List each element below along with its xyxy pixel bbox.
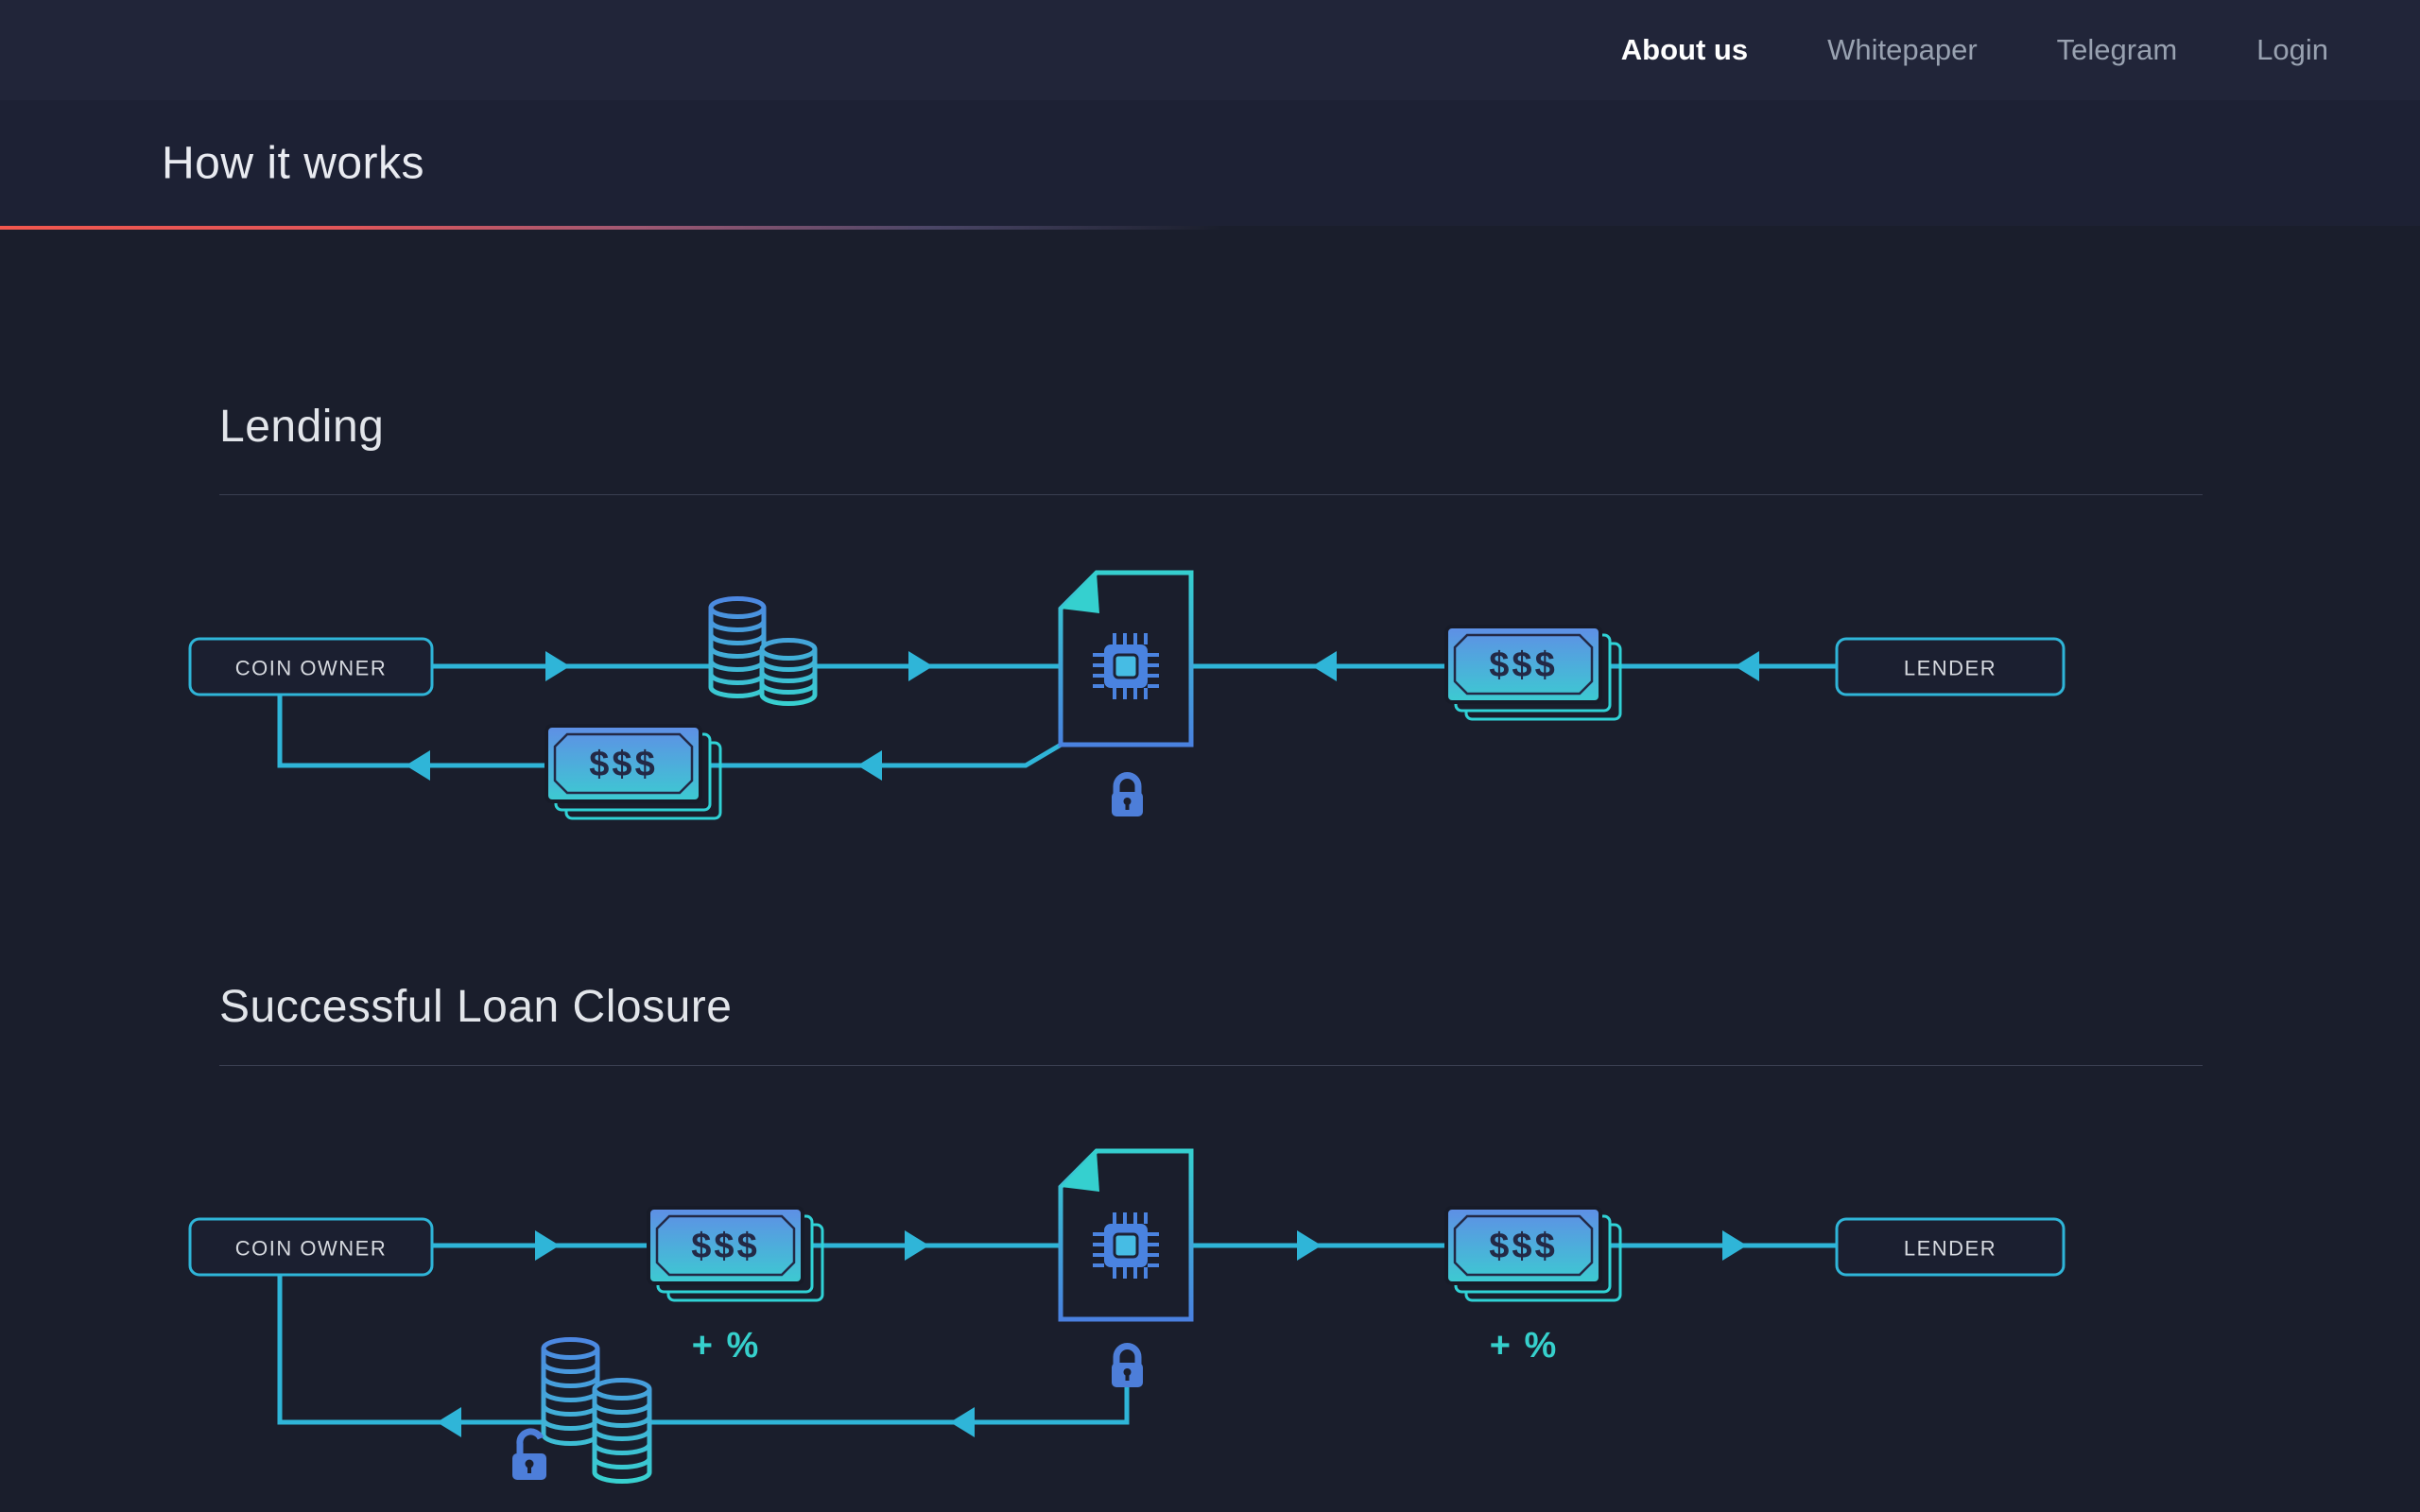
arrow-left-icon (1735, 651, 1759, 681)
arrow-left-icon (1312, 651, 1337, 681)
interest-label: + % (1490, 1326, 1559, 1366)
coin-owner-label: COIN OWNER (235, 1237, 387, 1261)
closure-diagram: COIN OWNER LENDER $$$ + % (188, 1148, 2066, 1484)
page-fold-icon (1061, 573, 1099, 613)
lending-diagram: COIN OWNER LENDER (188, 570, 2066, 820)
nav-item-whitepaper[interactable]: Whitepaper (1827, 33, 1978, 66)
header-band: How it works (0, 100, 2420, 226)
money-icon: $$$ (1444, 1206, 1622, 1302)
arrow-right-icon (908, 651, 933, 681)
top-nav: About us Whitepaper Telegram Login (0, 0, 2420, 100)
nav-item-about-us[interactable]: About us (1620, 33, 1749, 66)
arrow-left-icon (437, 1407, 461, 1437)
money-icon: $$$ (1444, 625, 1622, 721)
coin-owner-label: COIN OWNER (235, 657, 387, 680)
section-title-lending: Lending (219, 402, 385, 452)
nav-item-telegram[interactable]: Telegram (2056, 33, 2178, 66)
return-flow-line (277, 1273, 1130, 1425)
interest-label: + % (692, 1326, 761, 1366)
money-label: $$$ (1489, 1227, 1557, 1266)
arrow-right-icon (535, 1230, 560, 1261)
section-divider (219, 1065, 2203, 1066)
lock-open-icon (512, 1428, 546, 1480)
page-title: How it works (162, 138, 425, 188)
coin-owner-node: COIN OWNER (188, 637, 434, 696)
coins-icon (708, 596, 818, 706)
lock-closed-icon (1112, 772, 1143, 816)
lender-node: LENDER (1835, 1217, 2066, 1277)
money-icon: $$$ (647, 1206, 824, 1302)
arrow-right-icon (1297, 1230, 1322, 1261)
smart-contract-icon (1058, 1148, 1194, 1322)
arrow-left-icon (857, 750, 882, 781)
lender-node: LENDER (1835, 637, 2066, 696)
smart-contract-icon (1058, 570, 1194, 747)
arrow-left-icon (950, 1407, 975, 1437)
money-label: $$$ (691, 1227, 759, 1266)
money-label: $$$ (589, 745, 657, 784)
arrow-right-icon (1722, 1230, 1747, 1261)
arrow-right-icon (545, 651, 570, 681)
page-fold-icon (1061, 1151, 1099, 1192)
lock-closed-icon (1112, 1343, 1143, 1387)
lender-label: LENDER (1904, 1237, 1996, 1261)
coins-icon (541, 1337, 652, 1484)
section-title-closure: Successful Loan Closure (219, 982, 733, 1032)
coin-owner-node: COIN OWNER (188, 1217, 434, 1277)
arrow-right-icon (905, 1230, 929, 1261)
chip-icon (1093, 633, 1159, 699)
accent-gradient-line (0, 226, 1224, 230)
section-divider (219, 494, 2203, 495)
nav-item-login[interactable]: Login (2256, 33, 2328, 66)
money-label: $$$ (1489, 645, 1557, 685)
arrow-left-icon (406, 750, 430, 781)
chip-icon (1093, 1212, 1159, 1279)
lender-label: LENDER (1904, 657, 1996, 680)
money-icon: $$$ (544, 724, 722, 820)
